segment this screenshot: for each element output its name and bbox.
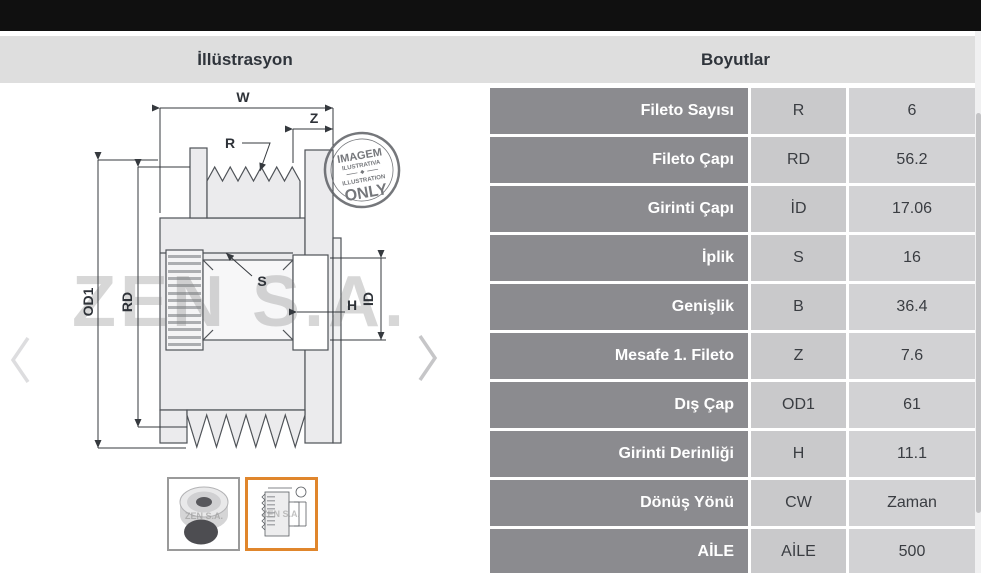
spec-row: Genişlik B 36.4 [490,284,975,330]
spec-row-code: OD1 [751,382,846,428]
thumbnail-drawing-selected[interactable]: ZEN S.A. [245,477,318,551]
spec-row-code: S [751,235,846,281]
spec-row: Girinti Derinliği H 11.1 [490,431,975,477]
spec-row-label: Fileto Çapı [490,137,748,183]
thumbnail-photo[interactable]: ZEN S.A. [167,477,240,551]
spec-row-label: Fileto Sayısı [490,88,748,134]
spec-row: Girinti Çapı İD 17.06 [490,186,975,232]
pulley-drawing-thumb: ZEN S.A. [261,486,307,537]
spec-row: Fileto Sayısı R 6 [490,88,975,134]
spec-row-code: CW [751,480,846,526]
spec-row-value: 36.4 [849,284,975,330]
watermark-text: ZEN S.A. [72,262,408,342]
illustration-only-stamp: IMAGEM ILUSTRATIVA ILLUSTRATION ONLY [323,131,401,209]
spec-row-code: İD [751,186,846,232]
spec-row-code: AİLE [751,529,846,573]
scrollbar-thumb[interactable] [975,113,981,513]
spec-row-label: AİLE [490,529,748,573]
spec-row-label: Girinti Çapı [490,186,748,232]
dim-label-h: H [347,297,357,313]
illustration-panel: ZEN S.A. [0,83,490,573]
spec-row-label: Girinti Derinliği [490,431,748,477]
dim-label-w: W [236,89,250,105]
spec-row-label: Genişlik [490,284,748,330]
dim-label-od1: OD1 [80,287,96,316]
spec-row-code: R [751,88,846,134]
spec-row-code: B [751,284,846,330]
spec-row-value: 11.1 [849,431,975,477]
spec-row-value: 7.6 [849,333,975,379]
spec-row: AİLE AİLE 500 [490,529,975,573]
spec-row-label: Dönüş Yönü [490,480,748,526]
page-scrollbar[interactable] [975,31,981,573]
prev-arrow-icon[interactable] [6,333,34,387]
section-header-bar: İllüstrasyon Boyutlar [0,36,981,83]
spec-row-label: Dış Çap [490,382,748,428]
next-arrow-icon[interactable] [414,331,442,385]
spec-row-value: 6 [849,88,975,134]
spec-row: Mesafe 1. Fileto Z 7.6 [490,333,975,379]
spec-table: Fileto Sayısı R 6 Fileto Çapı RD 56.2 Gi… [490,88,975,573]
thumb-watermark: ZEN S.A. [262,509,300,519]
spec-row-label: İplik [490,235,748,281]
spec-row: Dönüş Yönü CW Zaman [490,480,975,526]
spec-row-code: RD [751,137,846,183]
spec-row: Dış Çap OD1 61 [490,382,975,428]
pulley-photo-thumb: ZEN S.A. [179,486,229,545]
spec-row-code: Z [751,333,846,379]
dim-label-r: R [225,135,235,151]
pulley-technical-drawing: ZEN S.A. [72,89,408,450]
spec-row: Fileto Çapı RD 56.2 [490,137,975,183]
spec-row-value: 16 [849,235,975,281]
knurl-teeth [168,255,201,346]
thumb-watermark: ZEN S.A. [185,511,223,521]
spec-row-label: Mesafe 1. Fileto [490,333,748,379]
dimensions-section-title: Boyutlar [701,50,770,69]
spec-row-value: 61 [849,382,975,428]
spec-row-value: Zaman [849,480,975,526]
spec-row: İplik S 16 [490,235,975,281]
spec-row-value: 500 [849,529,975,573]
dim-label-s: S [257,273,266,289]
dim-label-z: Z [310,110,319,126]
dim-label-rd: RD [119,292,135,312]
spec-row-code: H [751,431,846,477]
dim-label-id: ID [360,292,376,306]
illustration-section-title: İllüstrasyon [197,50,293,69]
spec-row-value: 17.06 [849,186,975,232]
spec-row-value: 56.2 [849,137,975,183]
top-black-bar [0,0,981,31]
